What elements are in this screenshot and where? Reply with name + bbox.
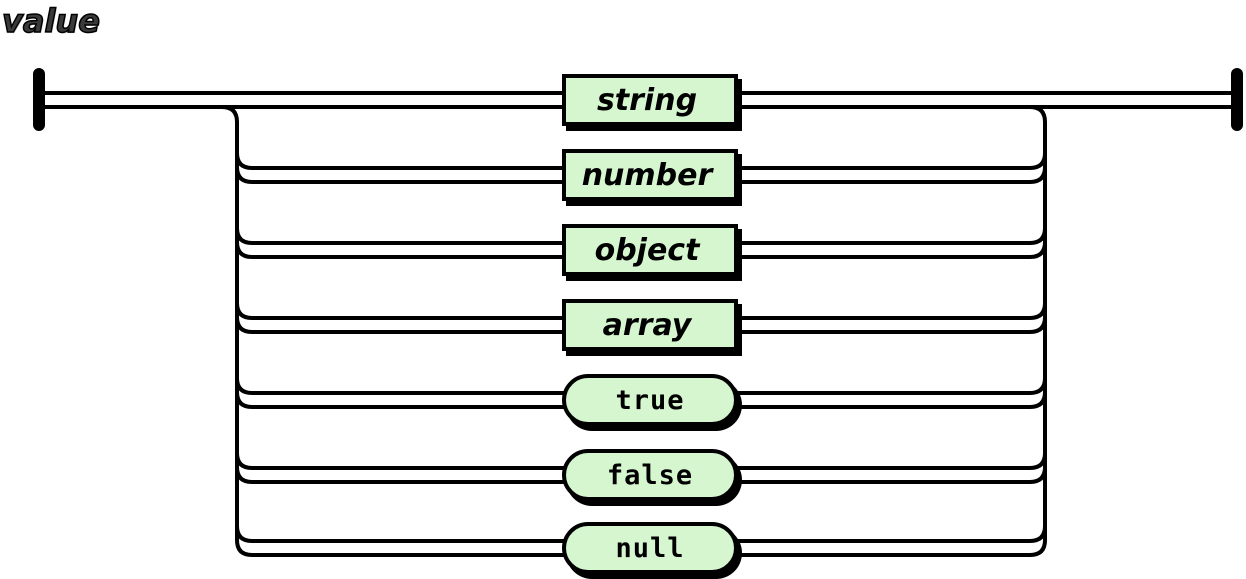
node-true-label: true [615, 384, 685, 416]
node-number-label: number [581, 157, 713, 193]
node-array-label: array [602, 307, 692, 343]
node-null: null [562, 522, 738, 574]
node-array: array [562, 299, 738, 351]
diagram-end-marker [1231, 68, 1243, 131]
node-false: false [562, 449, 738, 501]
node-number: number [562, 149, 738, 201]
node-object: object [562, 224, 738, 276]
diagram-start-marker [33, 68, 45, 131]
node-true: true [562, 374, 738, 426]
left-branch-rail [221, 105, 239, 540]
node-string: string [562, 74, 738, 126]
node-object-label: object [594, 232, 700, 268]
node-string-label: string [596, 82, 698, 118]
diagram-title: value [1, 1, 100, 41]
right-branch-rail [1029, 105, 1047, 540]
node-null-label: null [615, 532, 685, 564]
node-false-label: false [606, 459, 694, 491]
